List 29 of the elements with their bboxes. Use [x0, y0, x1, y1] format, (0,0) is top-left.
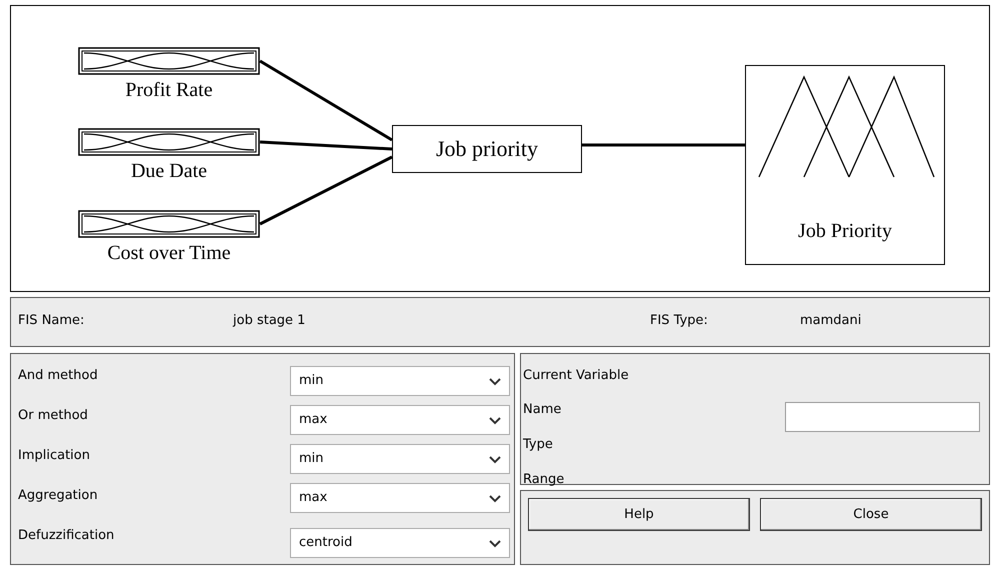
setting-label: And method	[18, 368, 98, 383]
close-button: Close	[760, 498, 982, 531]
dropdown: max	[290, 483, 510, 513]
field-label: Type	[523, 437, 553, 452]
field-label: Name	[523, 402, 562, 417]
setting-label: Implication	[18, 448, 90, 463]
field-label: Range	[523, 472, 564, 487]
dropdown: min	[290, 366, 510, 396]
setting-label: Or method	[18, 408, 88, 423]
field-label: FIS Type:	[650, 313, 708, 328]
connector-line	[582, 144, 745, 146]
setting-label: Defuzzification	[18, 528, 114, 543]
connector-line	[260, 140, 392, 150]
rule-block: Job priority	[392, 125, 582, 173]
variable-label: Job Priority	[797, 219, 893, 244]
help-button: Help	[528, 498, 750, 531]
panel-heading: Current Variable	[523, 368, 629, 383]
variable-label: Due Date	[130, 159, 208, 184]
variable-label: Cost over Time	[106, 241, 232, 266]
dropdown: max	[290, 405, 510, 435]
connector-line	[259, 156, 393, 226]
field-label: FIS Name:	[18, 313, 84, 328]
field-value: job stage 1	[233, 313, 306, 328]
dropdown: centroid	[290, 528, 510, 558]
variable-label: Profit Rate	[124, 78, 214, 103]
field-value: mamdani	[800, 313, 862, 328]
setting-label: Aggregation	[18, 488, 98, 503]
dropdown: min	[290, 444, 510, 474]
connector-line	[259, 60, 393, 142]
